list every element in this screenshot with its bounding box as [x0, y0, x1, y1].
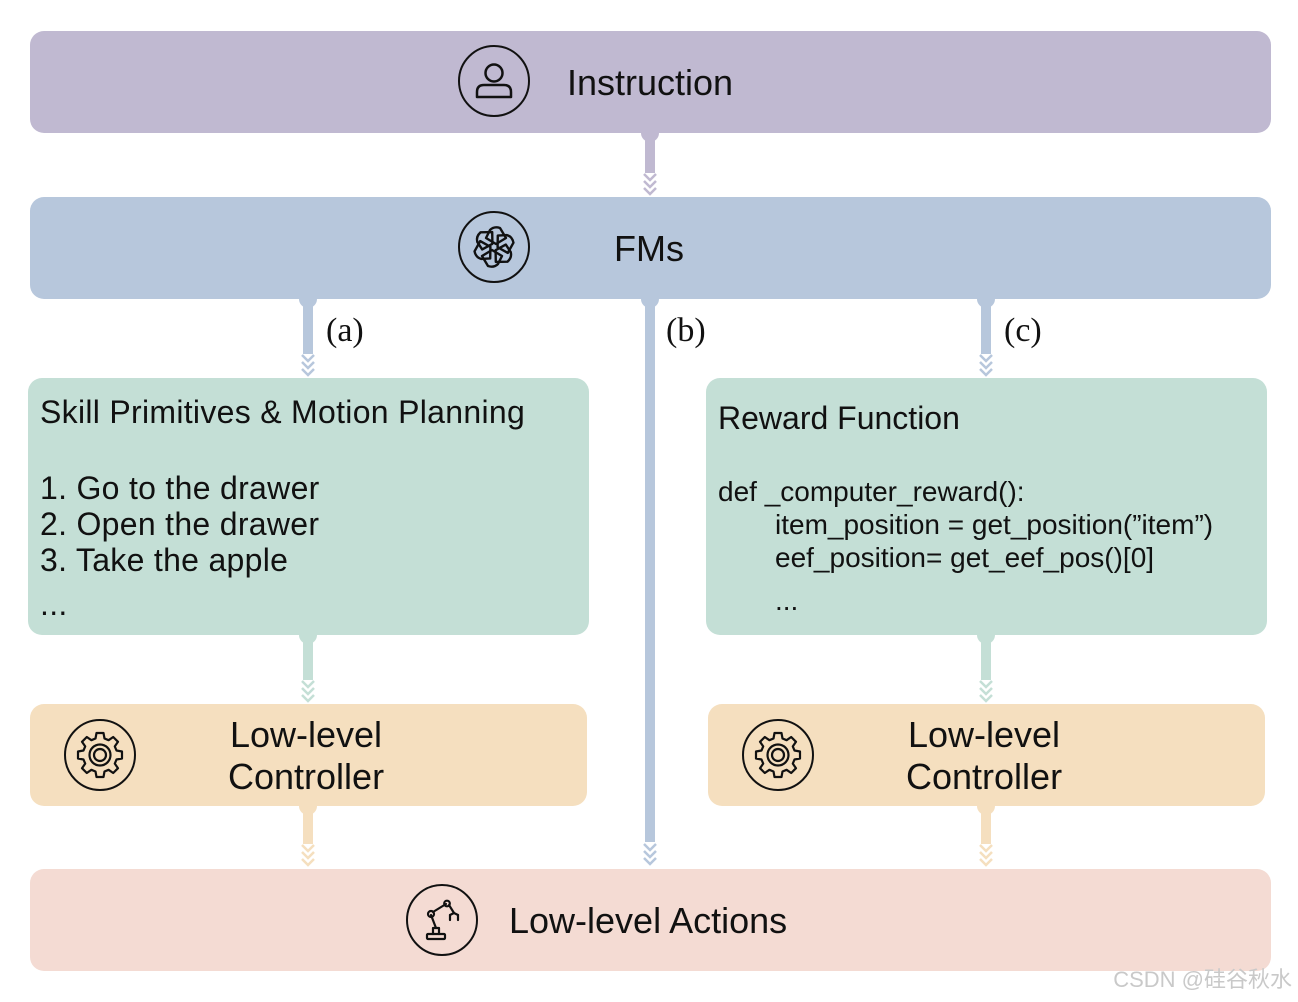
- skill-step: 3. Take the apple: [40, 542, 289, 578]
- reward-code-ellipsis: ...: [775, 585, 799, 616]
- fms-label: FMs: [614, 228, 684, 269]
- fms-box: FMs: [30, 197, 1271, 299]
- gear-icon: [742, 719, 814, 791]
- connector-fms-reward: [977, 290, 995, 377]
- reward-code-def: def _computer_reward():: [718, 476, 1025, 507]
- skill-step: 1. Go to the drawer: [40, 470, 320, 506]
- person-icon: [458, 45, 530, 117]
- branch-label-b: (b): [666, 312, 706, 349]
- actions-label: Low-level Actions: [509, 900, 788, 941]
- connector-fms-actions: [641, 290, 659, 866]
- watermark: CSDN @硅谷秋水: [1113, 967, 1292, 992]
- reward-code-line: item_position = get_position(”item”): [775, 509, 1214, 540]
- skill-primitives-box: Skill Primitives & Motion Planning 1. Go…: [28, 378, 589, 635]
- controller-right-box: Low-level Controller: [708, 704, 1265, 806]
- connector-fms-skill: [299, 290, 317, 377]
- branch-label-a: (a): [326, 312, 364, 349]
- openai-logo-icon: [458, 211, 530, 283]
- reward-function-box: Reward Function def _computer_reward(): …: [706, 378, 1267, 635]
- connector-skill-controller: [299, 626, 317, 703]
- reward-title: Reward Function: [718, 400, 960, 436]
- instruction-label: Instruction: [567, 62, 734, 103]
- controller-right-label: Low-level Controller: [906, 714, 1062, 798]
- instruction-box: Instruction: [30, 31, 1271, 133]
- connector-controller-right-actions: [977, 797, 995, 867]
- connector-reward-controller: [977, 626, 995, 703]
- connector-instruction-fms: [641, 124, 659, 196]
- actions-box: Low-level Actions: [30, 869, 1271, 971]
- reward-code-block: def _computer_reward(): item_position = …: [718, 475, 1213, 617]
- controller-left-line2: Controller: [228, 756, 385, 797]
- skill-ellipsis: ...: [40, 586, 68, 622]
- controller-right-line1: Low-level: [907, 714, 1061, 755]
- skill-title: Skill Primitives & Motion Planning: [40, 394, 526, 430]
- controller-left-line1: Low-level: [229, 714, 383, 755]
- controller-left-box: Low-level Controller: [30, 704, 587, 806]
- robot-arm-icon: [406, 884, 478, 956]
- controller-left-label: Low-level Controller: [228, 714, 384, 798]
- reward-code-line: eef_position= get_eef_pos()[0]: [775, 542, 1155, 573]
- skill-steps-list: 1. Go to the drawer 2. Open the drawer 3…: [40, 470, 320, 622]
- controller-right-line2: Controller: [906, 756, 1063, 797]
- connector-controller-left-actions: [299, 797, 317, 867]
- skill-step: 2. Open the drawer: [40, 506, 320, 542]
- branch-label-c: (c): [1004, 312, 1042, 349]
- gear-icon: [64, 719, 136, 791]
